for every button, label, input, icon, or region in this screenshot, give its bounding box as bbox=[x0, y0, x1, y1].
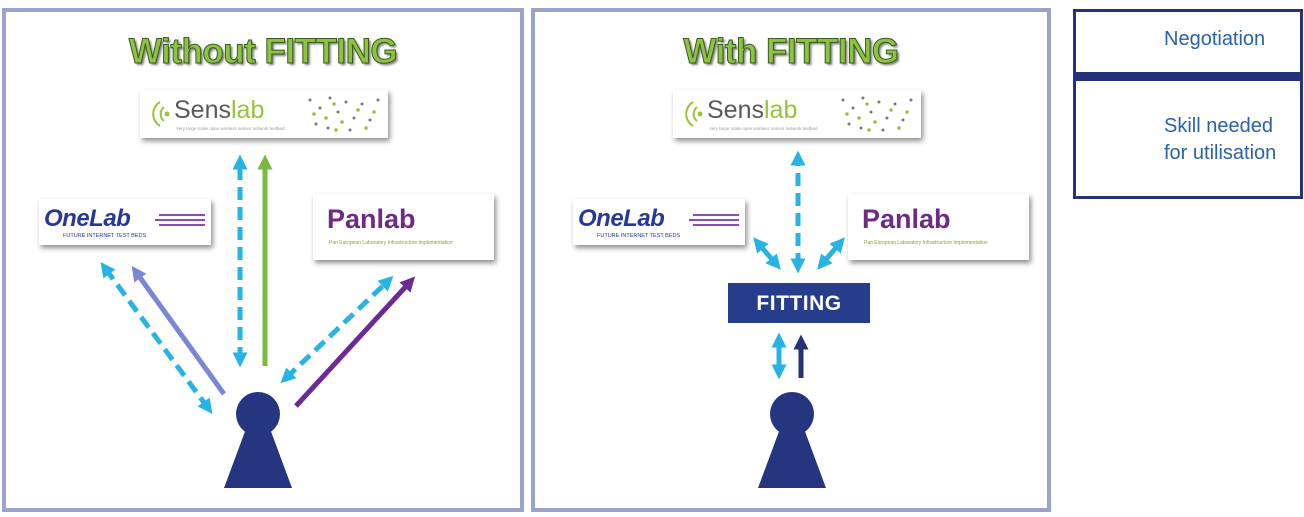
onelab-tagline: FUTURE INTERNET TEST BEDS bbox=[63, 233, 147, 239]
onelab-lines-icon bbox=[689, 214, 739, 226]
senslab-signal-icon bbox=[685, 96, 913, 132]
senslab-name: Senslab bbox=[707, 96, 798, 124]
onelab-tagline: FUTURE INTERNET TEST BEDS bbox=[597, 233, 681, 239]
panel-title: Without FITTING bbox=[128, 32, 398, 72]
panlab-logo: Panlab Pan European Laboratory Infrastru… bbox=[313, 194, 494, 260]
legend-divider bbox=[1076, 72, 1300, 81]
legend-skill-line2: for utilisation bbox=[1164, 142, 1277, 164]
fitting-hub-label: FITTING bbox=[756, 292, 842, 315]
senslab-tagline: Very large scale open wireless sensor ne… bbox=[709, 126, 818, 131]
negotiation-arrow-icon bbox=[753, 237, 781, 270]
person-icon bbox=[758, 392, 826, 488]
onelab-logo: OneLab FUTURE INTERNET TEST BEDS bbox=[573, 199, 745, 245]
onelab-lines-icon bbox=[155, 214, 205, 226]
panlab-tagline: Pan European Laboratory Infrastructure I… bbox=[329, 240, 453, 246]
legend-negotiation: Negotiation bbox=[1164, 28, 1266, 50]
senslab-signal-icon bbox=[152, 96, 380, 132]
panlab-name: Panlab bbox=[862, 204, 951, 234]
fitting-hub: FITTING bbox=[728, 283, 870, 323]
skill-arrow-icon bbox=[294, 276, 416, 408]
panel-title: With FITTING bbox=[683, 32, 900, 72]
senslab-logo: Senslab Very large scale open wireless s… bbox=[140, 90, 388, 138]
panlab-logo: Panlab Pan European Laboratory Infrastru… bbox=[848, 194, 1029, 260]
onelab-name: OneLab bbox=[578, 205, 665, 232]
negotiation-arrow-icon bbox=[280, 275, 394, 384]
panlab-name: Panlab bbox=[327, 204, 416, 234]
skill-arrow-icon bbox=[131, 265, 227, 396]
onelab-logo: OneLab FUTURE INTERNET TEST BEDS bbox=[39, 199, 211, 245]
senslab-logo: Senslab Very large scale open wireless s… bbox=[673, 90, 921, 138]
legend: Negotiation Skill needed for utilisation bbox=[1073, 9, 1303, 199]
senslab-tagline: Very large scale open wireless sensor ne… bbox=[176, 126, 285, 131]
negotiation-arrow-icon bbox=[100, 261, 213, 415]
negotiation-arrow-icon bbox=[817, 237, 845, 270]
senslab-name: Senslab bbox=[174, 96, 265, 124]
person-icon bbox=[224, 392, 292, 488]
panlab-tagline: Pan European Laboratory Infrastructure I… bbox=[864, 240, 988, 246]
onelab-name: OneLab bbox=[44, 205, 131, 232]
legend-skill-line1: Skill needed bbox=[1164, 115, 1273, 137]
